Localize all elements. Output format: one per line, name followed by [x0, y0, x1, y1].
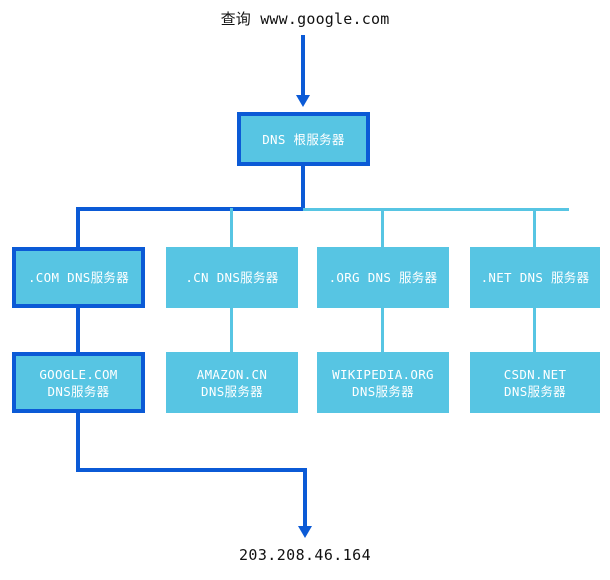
link-net-csdn	[533, 308, 536, 352]
node-tld-cn[interactable]: .CN DNS服务器	[166, 247, 298, 308]
node-label: .CN DNS服务器	[185, 270, 279, 285]
node-tld-com[interactable]: .COM DNS服务器	[12, 247, 145, 308]
answer-path-down	[76, 413, 80, 472]
node-authoritative-google-com[interactable]: GOOGLE.COM DNS服务器	[12, 352, 145, 413]
link-org-wikipedia	[381, 308, 384, 352]
node-authoritative-csdn-net[interactable]: CSDN.NET DNS服务器	[470, 352, 600, 413]
node-label: .NET DNS 服务器	[480, 270, 590, 285]
node-authoritative-amazon-cn[interactable]: AMAZON.CN DNS服务器	[166, 352, 298, 413]
answer-path-down2	[303, 468, 307, 529]
node-label: CSDN.NET DNS服务器	[503, 366, 567, 399]
node-tld-org[interactable]: .ORG DNS 服务器	[317, 247, 449, 308]
answer-arrow-head	[298, 526, 312, 538]
node-tld-net[interactable]: .NET DNS 服务器	[470, 247, 600, 308]
node-label: WIKIPEDIA.ORG DNS服务器	[332, 366, 434, 399]
root-stem	[301, 166, 305, 210]
node-label: AMAZON.CN DNS服务器	[196, 366, 268, 399]
node-label: .ORG DNS 服务器	[328, 270, 438, 285]
query-label: 查询 www.google.com	[220, 10, 390, 28]
drop-com	[76, 207, 80, 249]
node-label: GOOGLE.COM DNS服务器	[39, 366, 118, 399]
drop-net	[533, 208, 536, 249]
link-cn-amazon	[230, 308, 233, 352]
node-label: DNS 根服务器	[262, 131, 345, 147]
node-dns-root-server[interactable]: DNS 根服务器	[237, 112, 370, 166]
node-label: .COM DNS服务器	[27, 270, 129, 285]
link-com-google	[76, 308, 80, 352]
drop-cn	[230, 208, 233, 249]
node-authoritative-wikipedia-org[interactable]: WIKIPEDIA.ORG DNS服务器	[317, 352, 449, 413]
query-arrow-head	[296, 95, 310, 107]
tld-bus-highlighted	[76, 207, 305, 211]
drop-org	[381, 208, 384, 249]
answer-path-right	[76, 468, 307, 472]
tld-bus	[303, 208, 569, 211]
result-ip-label: 203.208.46.164	[238, 546, 372, 564]
query-arrow-stem	[301, 35, 305, 97]
